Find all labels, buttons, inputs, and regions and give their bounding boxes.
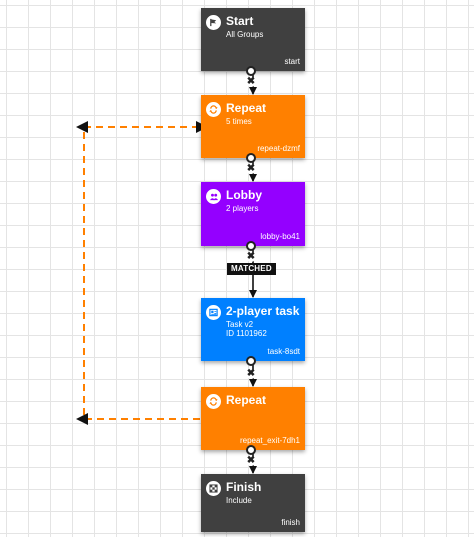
node-title: Repeat xyxy=(226,101,267,115)
loop-back-mid-arrow xyxy=(76,121,88,133)
task-icon xyxy=(206,305,221,320)
node-title: 2-player task xyxy=(226,304,300,318)
node-subtitle-2: ID 1101962 xyxy=(226,329,267,338)
node-repeat-exit[interactable]: Repeat repeat_exit-7dh1 xyxy=(201,387,305,450)
repeat-icon xyxy=(206,394,221,409)
delete-edge-icon[interactable]: ✖ xyxy=(246,163,256,174)
node-title: Start xyxy=(226,14,254,28)
group-icon xyxy=(206,189,221,204)
node-id: repeat_exit-7dh1 xyxy=(239,436,300,445)
output-port-lobby[interactable] xyxy=(246,241,256,251)
node-lobby[interactable]: Lobby 2 players lobby-bo41 xyxy=(201,182,305,246)
delete-edge-icon[interactable]: ✖ xyxy=(246,76,256,87)
node-id: lobby-bo41 xyxy=(260,232,300,241)
loop-back-start-arrow xyxy=(76,413,88,425)
node-task[interactable]: 2-player task Task v2 ID 1101962 task-8s… xyxy=(201,298,305,361)
node-start[interactable]: Start All Groups start xyxy=(201,8,305,71)
node-subtitle: Task v2 xyxy=(226,320,254,329)
node-id: finish xyxy=(281,518,300,527)
node-title: Finish xyxy=(226,480,262,494)
node-subtitle: Include xyxy=(226,496,252,505)
node-subtitle: All Groups xyxy=(226,30,264,39)
node-finish[interactable]: Finish Include finish xyxy=(201,474,305,532)
checkered-flag-icon xyxy=(206,481,221,496)
output-port-repeat-exit[interactable] xyxy=(246,445,256,455)
delete-edge-icon[interactable]: ✖ xyxy=(246,368,256,379)
node-title: Repeat xyxy=(226,393,267,407)
node-id: repeat-dzmf xyxy=(257,144,300,153)
node-title: Lobby xyxy=(226,188,262,202)
repeat-icon xyxy=(206,102,221,117)
node-id: start xyxy=(284,57,300,66)
flag-icon xyxy=(206,15,221,30)
output-port-start[interactable] xyxy=(246,66,256,76)
edge-label-matched: MATCHED xyxy=(227,263,276,275)
output-port-task[interactable] xyxy=(246,356,256,366)
node-repeat[interactable]: Repeat 5 times repeat-dzmf xyxy=(201,95,305,158)
node-subtitle: 5 times xyxy=(226,117,252,126)
output-port-repeat[interactable] xyxy=(246,153,256,163)
loop-back-edge[interactable] xyxy=(76,121,208,425)
delete-edge-icon[interactable]: ✖ xyxy=(246,455,256,466)
delete-edge-icon[interactable]: ✖ xyxy=(246,251,256,262)
node-subtitle: 2 players xyxy=(226,204,259,213)
node-id: task-8sdt xyxy=(267,347,300,356)
